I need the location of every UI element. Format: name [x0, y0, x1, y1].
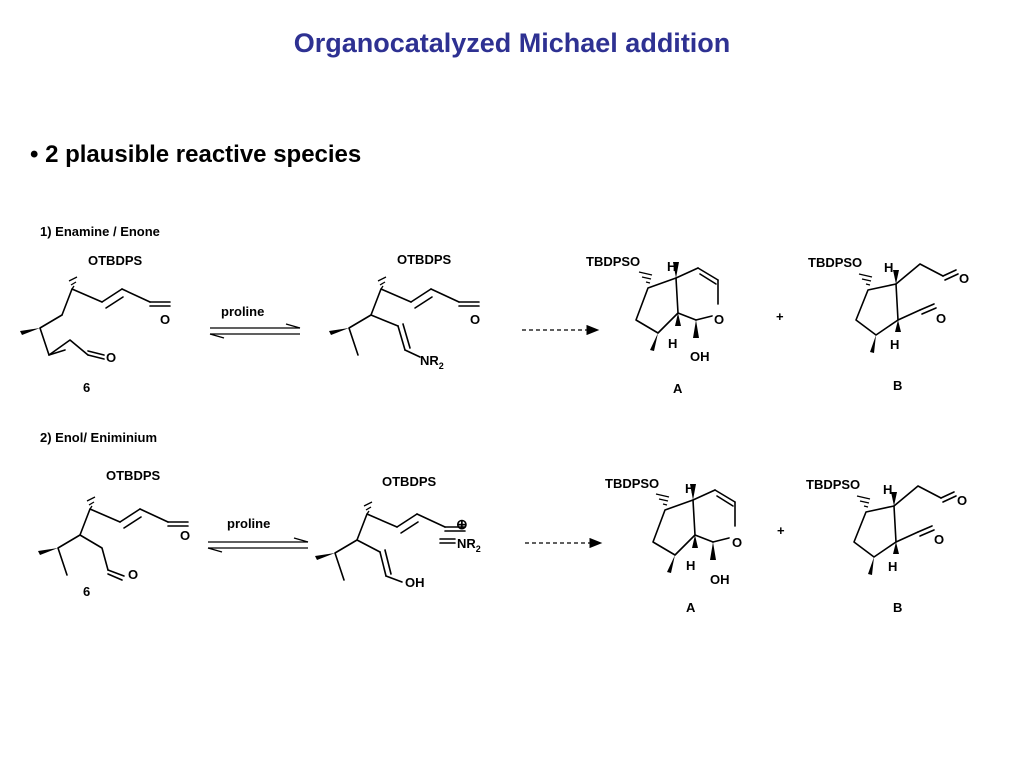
- scheme2-eniminium: OTBDPS ⊕ NR2 OH: [314, 474, 481, 590]
- otbdps-label: OTBDPS: [397, 252, 452, 267]
- aldehyde-o-label: O: [128, 567, 138, 582]
- tbdpso-label: TBDPSO: [808, 255, 862, 270]
- plus-sign: +: [776, 309, 784, 324]
- aldehyde-o-label: O: [160, 312, 170, 327]
- product-label: B: [893, 378, 902, 393]
- tbdpso-label: TBDPSO: [605, 476, 659, 491]
- ring-o-label: O: [714, 312, 724, 327]
- scheme2-product-b: TBDPSO H O O H B: [806, 477, 967, 615]
- otbdps-label: OTBDPS: [106, 468, 161, 483]
- otbdps-label: OTBDPS: [88, 253, 143, 268]
- h-label: H: [686, 558, 695, 573]
- aldehyde-o-label: O: [959, 271, 969, 286]
- aldehyde-o-label: O: [936, 311, 946, 326]
- scheme1-product-b: TBDPSO H O O H B: [808, 255, 969, 393]
- product-label: B: [893, 600, 902, 615]
- scheme1-product-a: TBDPSO H O H OH A: [586, 254, 724, 396]
- product-label: A: [673, 381, 683, 396]
- h-label: H: [668, 336, 677, 351]
- compound-label: 6: [83, 584, 90, 599]
- h-label: H: [890, 337, 899, 352]
- tbdpso-label: TBDPSO: [586, 254, 640, 269]
- scheme2-heading: 2) Enol/ Eniminium: [40, 430, 157, 445]
- aldehyde-o-label: O: [957, 493, 967, 508]
- h-label: H: [667, 259, 676, 274]
- scheme1-heading: 1) Enamine / Enone: [40, 224, 160, 239]
- bullet-point: • 2 plausible reactive species: [30, 141, 362, 168]
- ring-o-label: O: [732, 535, 742, 550]
- oh-label: OH: [405, 575, 425, 590]
- compound-label: 6: [83, 380, 90, 395]
- scheme2-compound-6: OTBDPS O O 6: [37, 468, 190, 599]
- positive-charge: ⊕: [456, 516, 468, 532]
- scheme1-equilibrium-arrow: proline: [209, 304, 301, 339]
- nr2-label: NR2: [457, 536, 481, 554]
- h-label: H: [884, 260, 893, 275]
- aldehyde-o-label: O: [934, 532, 944, 547]
- oh-label: OH: [710, 572, 730, 587]
- slide-title: Organocatalyzed Michael addition: [293, 28, 731, 58]
- scheme2-product-a: TBDPSO H O H OH A: [605, 476, 742, 615]
- aldehyde-o-label: O: [106, 350, 116, 365]
- scheme1-compound-6: OTBDPS O O 6: [19, 253, 171, 395]
- h-label: H: [883, 482, 892, 497]
- h-label: H: [685, 481, 694, 496]
- reagent-label: proline: [221, 304, 264, 319]
- aldehyde-o-label: O: [470, 312, 480, 327]
- scheme1-enamine: OTBDPS O NR2: [328, 252, 480, 371]
- otbdps-label: OTBDPS: [382, 474, 437, 489]
- product-label: A: [686, 600, 696, 615]
- oh-label: OH: [690, 349, 710, 364]
- nr2-label: NR2: [420, 353, 444, 371]
- reagent-label: proline: [227, 516, 270, 531]
- aldehyde-o-label: O: [180, 528, 190, 543]
- plus-sign: +: [777, 523, 785, 538]
- tbdpso-label: TBDPSO: [806, 477, 860, 492]
- h-label: H: [888, 559, 897, 574]
- scheme2-equilibrium-arrow: proline: [207, 516, 309, 553]
